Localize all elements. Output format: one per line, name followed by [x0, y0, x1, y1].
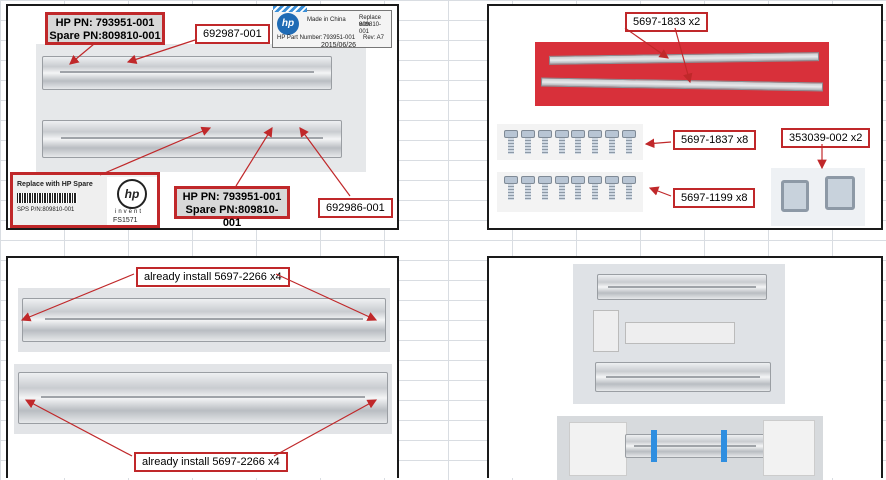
callout-installed-bottom: already install 5697-2266 x4	[134, 452, 288, 472]
screw-icon	[554, 176, 569, 208]
screw-icon	[504, 176, 519, 208]
barcode-icon	[17, 193, 77, 203]
sticker-replace-pn: 809810-001	[359, 22, 382, 35]
tape-icon	[651, 430, 657, 462]
screw-icon	[571, 130, 586, 154]
panel-rails-installed: already install 5697-2266 x4 already ins…	[6, 256, 399, 478]
screw-icon	[521, 176, 536, 208]
panel-packaged-kit	[487, 256, 883, 480]
screw-icon	[554, 130, 569, 154]
screw-icon	[537, 176, 552, 208]
callout-installed-top: already install 5697-2266 x4	[136, 267, 290, 287]
callout-353039: 353039-002 x2	[781, 128, 871, 148]
sticker-replace: Replace with	[359, 15, 382, 28]
sticker-made-in: Made in China	[307, 17, 346, 23]
rail-top	[42, 56, 332, 90]
kit-rail-top	[597, 274, 767, 300]
rail-installed-bottom	[18, 372, 388, 424]
cage-nut-icon	[781, 180, 809, 212]
foam-right	[763, 420, 815, 476]
sticker-hp-spare-replace: Replace with HP Spare	[17, 181, 93, 188]
callout-5697-1833: 5697-1833 x2	[625, 12, 709, 32]
sticker-part-label: HP Part Number:	[277, 35, 323, 41]
sticker-made-in-china: hp Made in China Replace with 809810-001…	[272, 10, 392, 49]
screw-icon	[504, 130, 519, 154]
kit-screw-bag	[593, 310, 619, 352]
screw-icon	[621, 176, 636, 208]
tape-icon	[721, 430, 727, 462]
callout-692986: 692986-001	[318, 198, 393, 218]
sticker-invent-text: invent	[115, 209, 144, 215]
foam-left	[569, 422, 627, 476]
sticker-rev: Rev: A7	[363, 35, 385, 41]
part-label-bottom-line2: Spare PN:809810-001	[185, 204, 279, 229]
hp-logo-icon: hp	[277, 13, 299, 35]
callout-5697-1199: 5697-1199 x8	[673, 188, 756, 208]
sticker-code: FS1571	[113, 217, 138, 224]
sticker-hp-spare: Replace with HP Spare SPS P/N:809810-001…	[10, 172, 160, 228]
part-label-bottom: HP PN: 793951-001 Spare PN:809810-001	[174, 186, 290, 229]
sticker-date: 2015/06/26	[321, 42, 357, 49]
sticker-stripe	[273, 6, 307, 12]
screw-icon	[537, 130, 552, 154]
kit-rail-packaged	[625, 434, 765, 458]
rail-bottom	[42, 120, 342, 158]
sticker-hp-spare-sps: SPS P/N:809810-001	[17, 207, 75, 213]
hp-invent-logo-icon: hp	[117, 179, 147, 209]
cage-nut-icon	[825, 176, 855, 210]
screw-icon	[621, 130, 636, 154]
sticker-logo-area: hp invent FS1571	[107, 177, 157, 225]
screw-icon	[588, 130, 603, 154]
part-label-top-line1: HP PN: 793951-001	[55, 17, 155, 29]
screw-icon	[588, 176, 603, 208]
part-label-top-line2: Spare PN:809810-001	[49, 30, 161, 42]
screw-icon	[521, 130, 536, 154]
screw-icon	[604, 176, 619, 208]
panel-rails-labels: HP PN: 793951-001 Spare PN:809810-001 hp…	[6, 4, 399, 230]
screw-icon	[571, 176, 586, 208]
screws-row-a	[497, 124, 643, 160]
part-label-bottom-line1: HP PN: 793951-001	[182, 191, 282, 203]
screws-row-b	[497, 172, 643, 212]
callout-692987: 692987-001	[195, 24, 270, 44]
screw-icon	[604, 130, 619, 154]
kit-rail-bottom	[595, 362, 771, 392]
sticker-part-pn: 793951-001	[323, 35, 356, 41]
part-label-top: HP PN: 793951-001 Spare PN:809810-001	[45, 12, 165, 45]
kit-bar-bag	[625, 322, 735, 344]
callout-5697-1837: 5697-1837 x8	[673, 130, 757, 150]
panel-hardware-kit: 5697-1833 x2 5697-1837 x8 5697-1199 x8 3…	[487, 4, 883, 230]
rail-installed-top	[22, 298, 386, 342]
